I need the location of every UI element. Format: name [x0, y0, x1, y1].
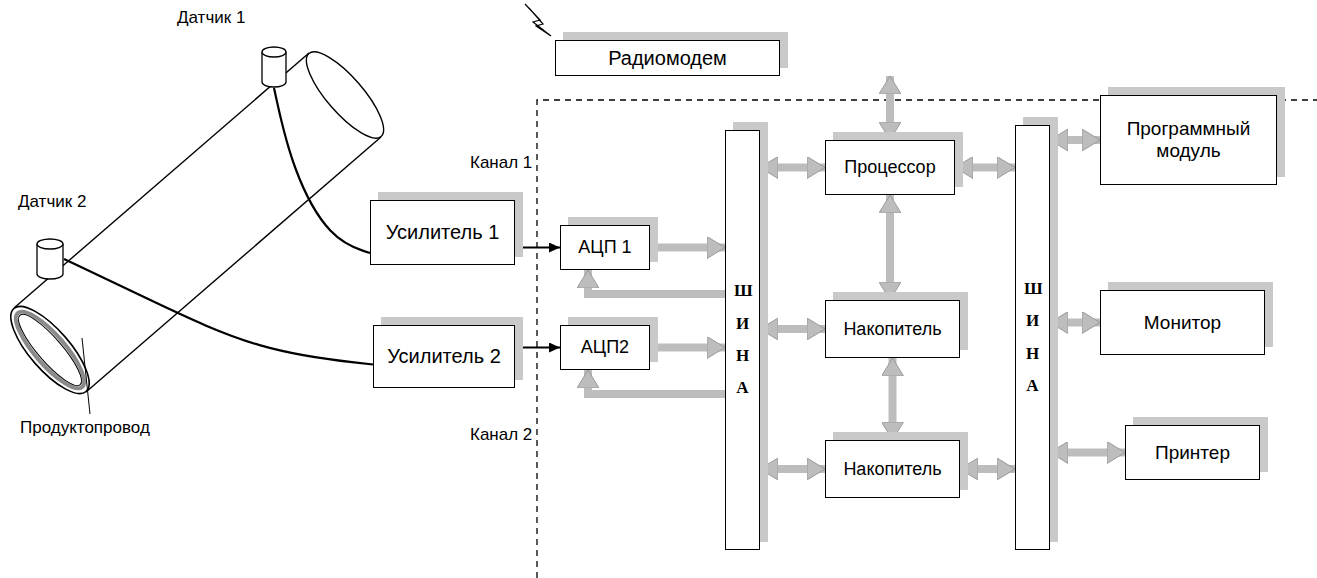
data-bus-arrow: [1050, 136, 1100, 144]
sensor-label: Датчик 2: [18, 192, 86, 212]
block-box: Принтер: [1125, 425, 1260, 480]
sensor: Датчик 2: [36, 238, 64, 280]
block-box: Накопитель: [825, 440, 960, 498]
channel-label: Канал 1: [470, 153, 532, 173]
block-label: Усилитель 1: [386, 221, 500, 244]
block-box: АЦП 1: [560, 225, 650, 270]
block-label: ШИНА: [1024, 273, 1041, 402]
block-box: Радиомодем: [555, 40, 780, 76]
block-label: Радиомодем: [608, 47, 727, 70]
sensor-top: [262, 47, 286, 57]
pipe-bore: [11, 307, 89, 392]
data-bus-arrow: [889, 358, 897, 440]
radio-signal-icon: [525, 4, 551, 36]
data-bus-arrow: [650, 244, 725, 252]
block-label: АЦП 1: [578, 237, 631, 258]
data-bus-arrow: [1050, 449, 1125, 457]
block-label: АЦП2: [581, 337, 629, 358]
bus-box: ШИНА: [725, 130, 760, 550]
signal-arrow: [515, 247, 560, 249]
data-bus-arrow: [960, 465, 1015, 473]
sensor-label: Датчик 1: [177, 8, 245, 28]
data-bus-arrow: [955, 164, 1015, 172]
bus-box: ШИНА: [1015, 125, 1050, 550]
pipe-edge: [86, 137, 381, 392]
block-label: Процессор: [844, 157, 935, 178]
block-box: АЦП2: [560, 325, 650, 370]
pipeline-label: Продуктопровод: [20, 418, 150, 438]
channel-label: Канал 2: [470, 425, 532, 445]
sensor-cylinder: [36, 238, 64, 280]
block-label: Накопитель: [843, 459, 941, 480]
pipe-wall: [7, 303, 94, 397]
leader-line: [82, 338, 90, 414]
data-bus-arrow: [760, 465, 825, 473]
data-bus-arrow: [886, 195, 894, 300]
sensor-cylinder: [261, 46, 287, 88]
block-label: ШИНА: [734, 275, 751, 404]
block-box: Монитор: [1100, 290, 1265, 355]
sensor-top: [37, 239, 63, 249]
pipe-end: [295, 42, 394, 149]
block-label: Монитор: [1144, 312, 1221, 334]
data-bus-arrow: [760, 325, 825, 333]
block-box: Усилитель 1: [370, 200, 515, 265]
block-label: Усилитель 2: [387, 345, 501, 368]
block-box: Накопитель: [825, 300, 960, 358]
data-bus-arrow: [650, 344, 725, 352]
signal-wire: [274, 88, 370, 253]
signal-arrow: [515, 347, 560, 349]
data-bus-arrow: [1050, 319, 1100, 327]
block-box: Усилитель 2: [373, 325, 515, 388]
data-bus-arrow: [760, 164, 825, 172]
data-bus-arrow: [588, 270, 725, 294]
block-label: Программный модуль: [1101, 118, 1276, 162]
pipe-end: [0, 295, 101, 404]
data-bus-arrow: [588, 370, 725, 394]
sensor: Датчик 1: [261, 46, 287, 88]
block-label: Накопитель: [843, 319, 941, 340]
block-label: Принтер: [1155, 442, 1230, 464]
block-box: Программный модуль: [1100, 95, 1277, 185]
pipe-edge: [14, 53, 309, 308]
data-bus-arrow: [886, 76, 894, 140]
block-box: Процессор: [825, 140, 955, 195]
pipeline: [0, 42, 395, 405]
signal-wire: [64, 259, 373, 365]
